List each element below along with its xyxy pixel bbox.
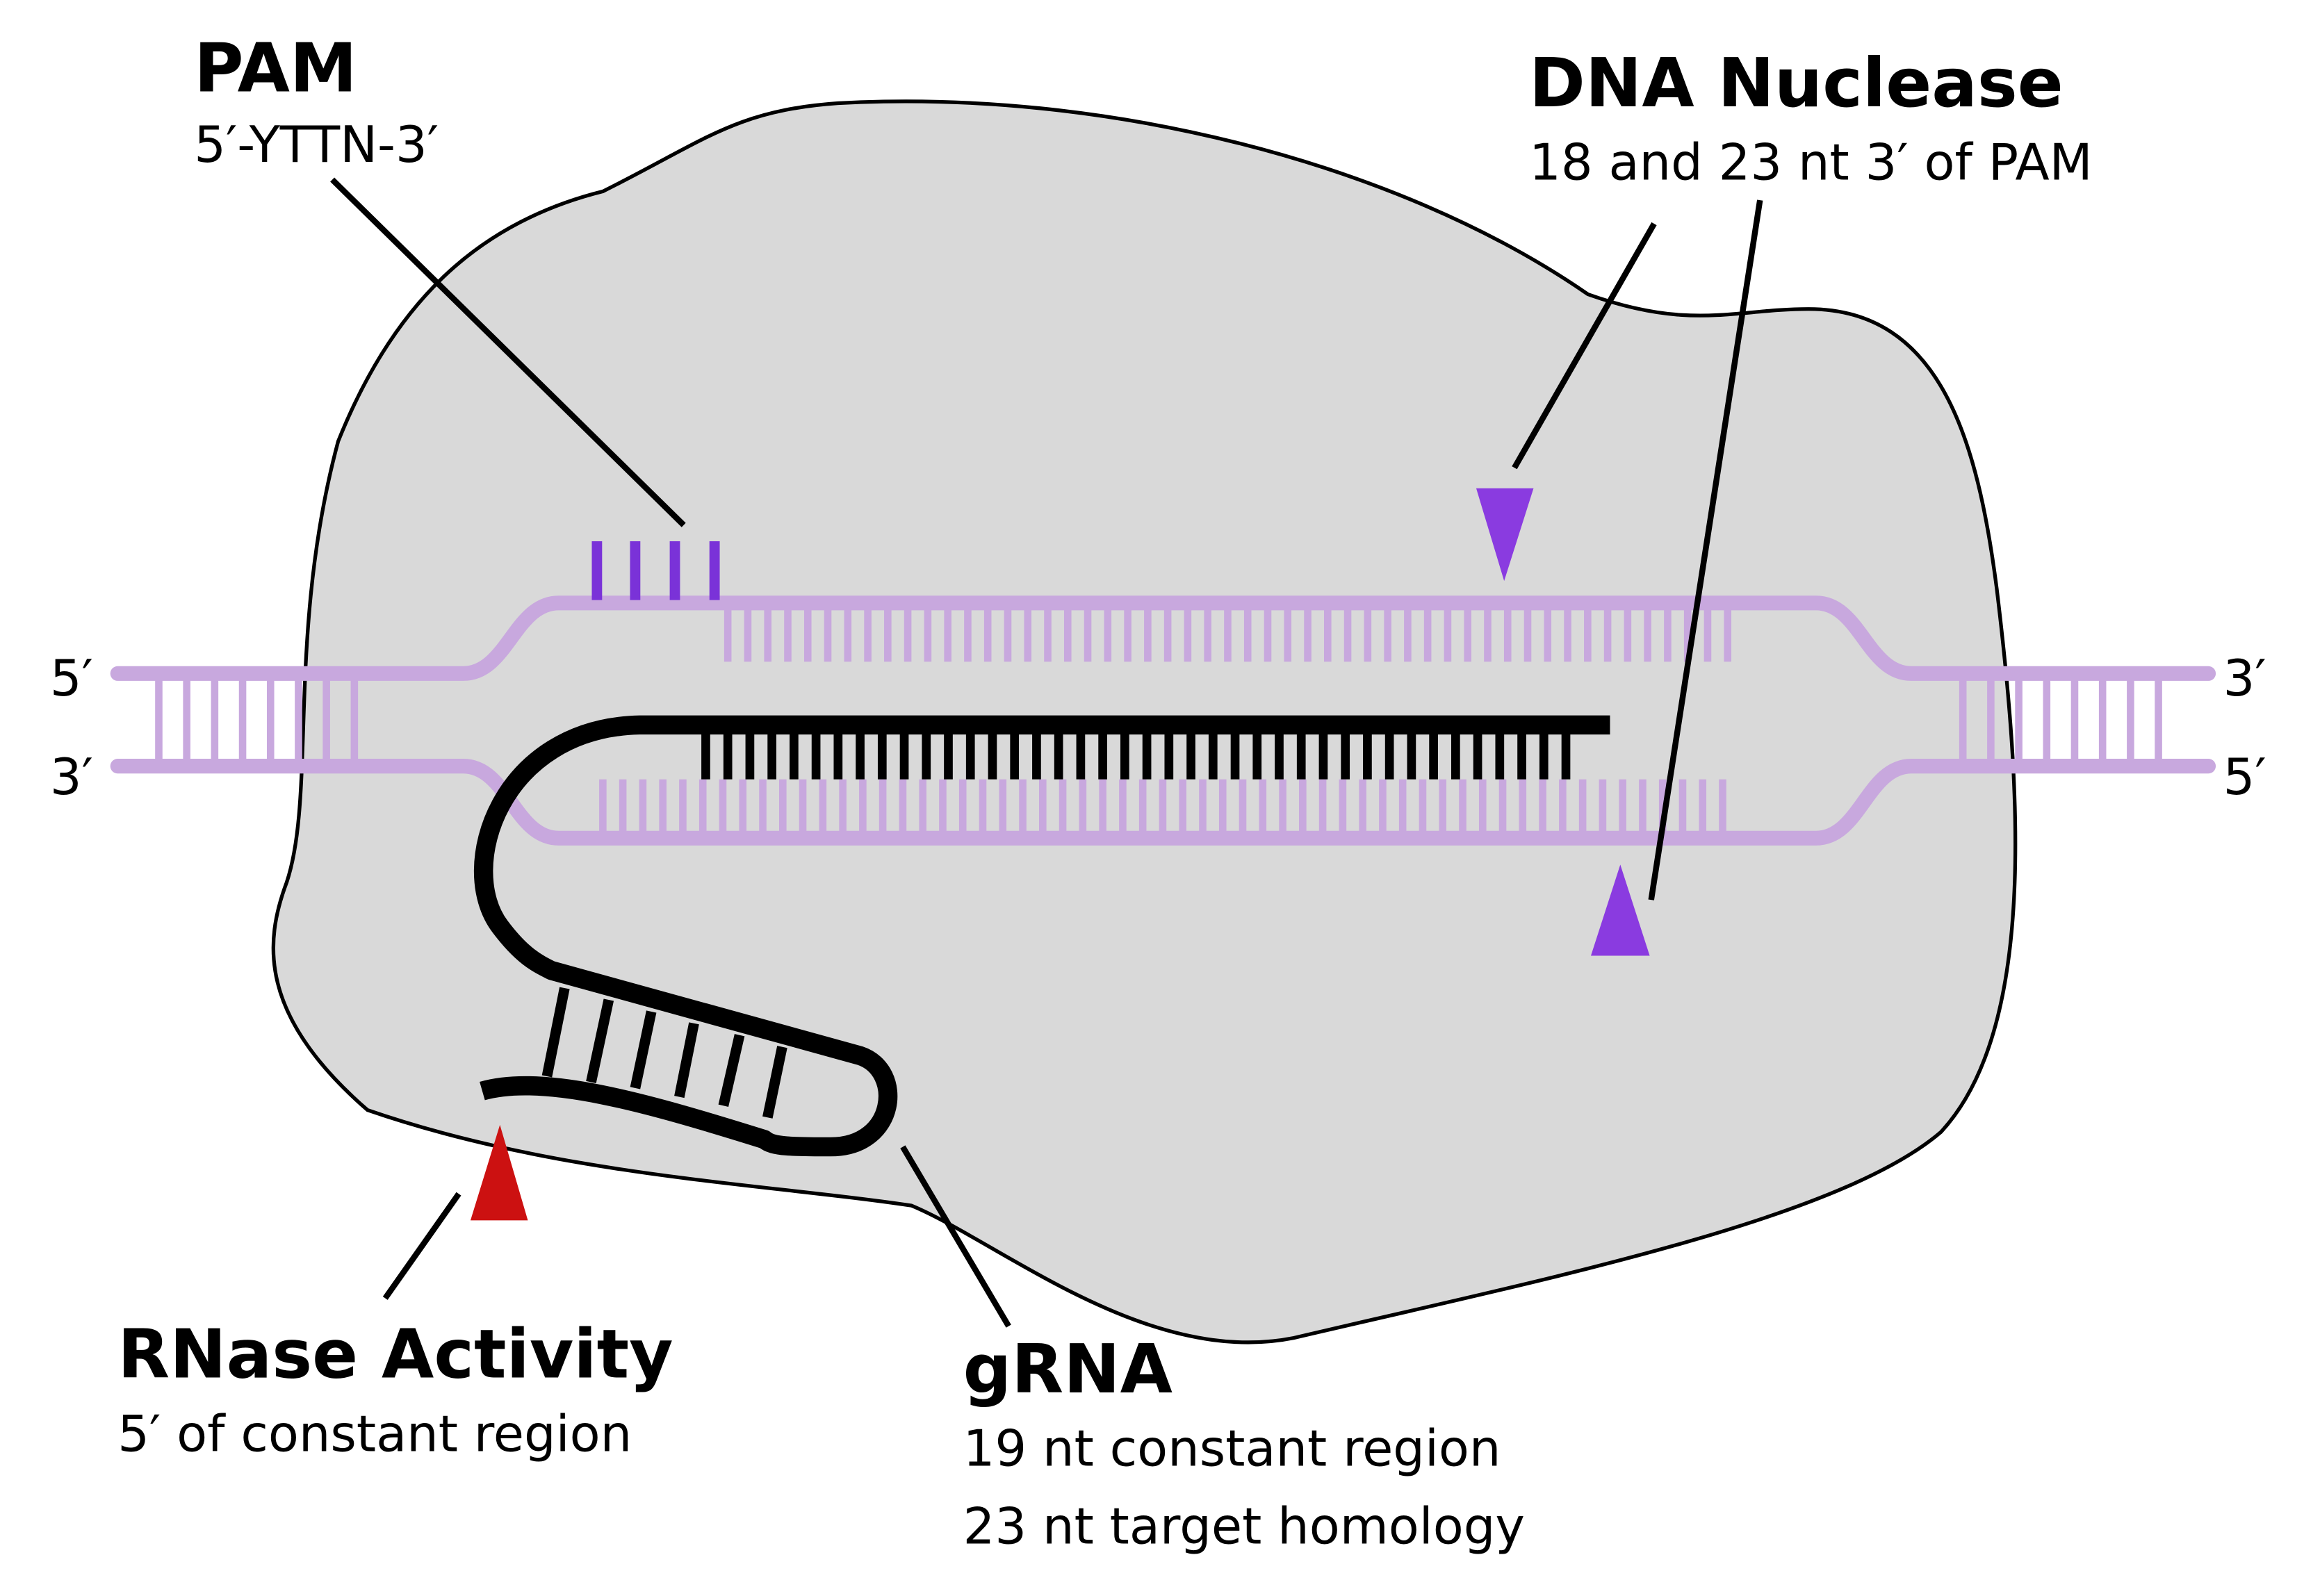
label-3prime-bottom-left: 3′ <box>50 748 93 806</box>
nuclease-leader-line-top <box>1512 222 1657 470</box>
pam-title: PAM <box>194 29 357 108</box>
pam-subtitle: 5′-YTTN-3′ <box>194 115 439 174</box>
dna-strands <box>110 595 2216 846</box>
rnase-site-marker <box>470 1124 528 1221</box>
grna-stem-pair <box>762 1046 787 1119</box>
grna-title: gRNA <box>963 1330 1173 1408</box>
dna-bottom-strand <box>110 759 2216 846</box>
leader-lines <box>330 177 1763 1328</box>
dna-top-strand <box>110 595 2216 681</box>
grna-stem-pair <box>586 998 614 1084</box>
rnase-leader-line <box>382 1192 461 1300</box>
grna-backbone <box>473 715 1610 1157</box>
nuclease-title: DNA Nuclease <box>1529 44 2064 122</box>
dna-base-pairs <box>155 607 2162 834</box>
grna-line-2: 23 nt target homology <box>963 1497 1525 1556</box>
grna-molecule <box>473 715 1610 1157</box>
grna-stem-pair <box>718 1034 745 1107</box>
bottom-strand-cleavage-marker <box>1590 864 1650 956</box>
grna-target-bases <box>701 732 1571 780</box>
label-5prime-top-left: 5′ <box>50 649 93 707</box>
rnase-title: RNase Activity <box>117 1315 673 1394</box>
rnase-subtitle: 5′ of constant region <box>117 1404 632 1463</box>
pam-marks <box>591 541 720 600</box>
grna-stem-pairs <box>541 987 787 1119</box>
pam-leader-line <box>330 177 686 527</box>
grna-stem-pair <box>630 1010 657 1089</box>
label-3prime-top-right: 3′ <box>2223 649 2266 707</box>
label-5prime-bottom-right: 5′ <box>2223 748 2266 806</box>
nuclease-subtitle: 18 and 23 nt 3′ of PAM <box>1529 133 2093 192</box>
top-strand-cleavage-marker <box>1476 488 1534 582</box>
grna-leader-line <box>900 1145 1011 1328</box>
grna-line-1: 19 nt constant region <box>963 1420 1501 1478</box>
grna-stem-pair <box>541 987 570 1078</box>
nuclease-leader-line-bottom <box>1648 199 1763 900</box>
grna-stem-pair <box>674 1022 699 1099</box>
